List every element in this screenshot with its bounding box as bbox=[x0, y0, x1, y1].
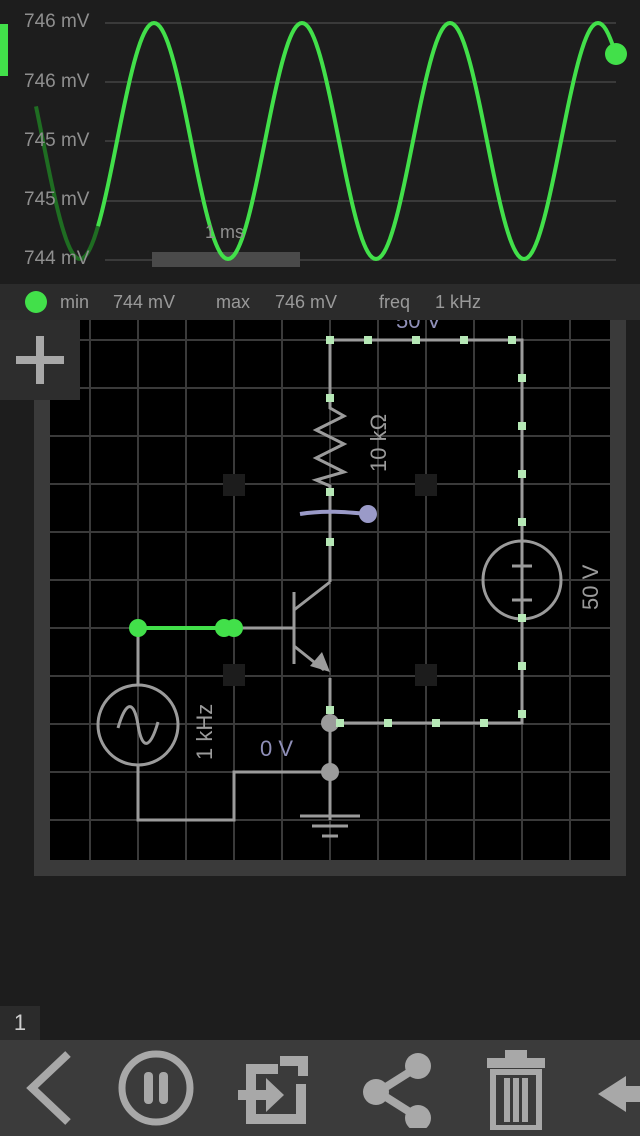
current-dot bbox=[326, 394, 334, 402]
current-dot bbox=[508, 336, 516, 344]
plus-icon bbox=[16, 336, 64, 384]
ac-source-value-label: 1 kHz bbox=[192, 704, 217, 760]
current-dot bbox=[480, 719, 488, 727]
scope-y-label: 746 mV bbox=[24, 11, 90, 32]
add-component-button[interactable] bbox=[0, 320, 80, 400]
trash-icon bbox=[487, 1050, 545, 1130]
page-number-badge[interactable]: 1 bbox=[0, 1006, 40, 1040]
current-dot bbox=[326, 706, 334, 714]
ac-source-symbol[interactable] bbox=[96, 683, 180, 767]
delete-back-icon bbox=[598, 1076, 640, 1112]
current-dot bbox=[432, 719, 440, 727]
ground-symbol[interactable] bbox=[300, 814, 360, 838]
import-button[interactable] bbox=[222, 1040, 322, 1136]
scope-grid bbox=[105, 22, 616, 261]
current-dot bbox=[364, 336, 372, 344]
scope-y-label: 745 mV bbox=[24, 189, 90, 210]
back-icon bbox=[26, 1051, 71, 1125]
current-dot bbox=[384, 719, 392, 727]
current-dot bbox=[336, 719, 344, 727]
min-label: min bbox=[60, 292, 90, 312]
current-dot bbox=[518, 518, 526, 526]
resistor-symbol[interactable] bbox=[311, 398, 349, 492]
active-nodes bbox=[129, 619, 243, 637]
current-dot bbox=[518, 662, 526, 670]
time-scale-label: 1 ms bbox=[205, 222, 244, 242]
circuit-wires bbox=[136, 338, 524, 822]
resistor-value-label: 10 kΩ bbox=[366, 414, 391, 472]
min-value: 744 mV bbox=[113, 292, 176, 312]
current-dot bbox=[518, 422, 526, 430]
scope-y-label: 745 mV bbox=[24, 130, 90, 151]
oscilloscope-panel[interactable]: 1 ms 746 mV 746 mV 745 mV 745 mV 744 mV bbox=[0, 0, 640, 285]
scope-stats-bar: min 744 mV max 746 mV freq 1 kHz bbox=[0, 284, 640, 320]
circuit-board[interactable]: 50 V 0 V 10 kΩ 50 V 1 kHz bbox=[34, 320, 626, 876]
share-button[interactable] bbox=[346, 1040, 446, 1136]
oscilloscope-graph: 1 ms bbox=[0, 20, 627, 267]
sine-wave-icon bbox=[116, 705, 160, 745]
current-dot bbox=[326, 538, 334, 546]
scope-y-label: 744 mV bbox=[24, 248, 90, 269]
freq-value: 1 kHz bbox=[435, 292, 482, 312]
dc-source-value-label: 50 V bbox=[578, 564, 603, 610]
current-dot bbox=[518, 710, 526, 718]
share-icon bbox=[363, 1053, 431, 1128]
dc-source-polarity-icon bbox=[512, 556, 532, 602]
max-value: 746 mV bbox=[275, 292, 338, 312]
voltage-probe-wire bbox=[299, 509, 369, 516]
current-dot bbox=[412, 336, 420, 344]
current-dot bbox=[518, 614, 526, 622]
scope-trace bbox=[96, 20, 618, 262]
pause-button[interactable] bbox=[106, 1040, 206, 1136]
current-dot bbox=[326, 488, 334, 496]
max-label: max bbox=[216, 292, 251, 312]
current-dot bbox=[326, 336, 334, 344]
delete-back-button[interactable] bbox=[590, 1040, 640, 1136]
current-flow-dots bbox=[326, 336, 526, 727]
bottom-toolbar bbox=[0, 1040, 640, 1136]
node-top-label: 50 V bbox=[396, 320, 442, 333]
freq-label: freq bbox=[379, 292, 411, 312]
transistor-arrow-icon bbox=[310, 652, 330, 672]
pause-icon bbox=[118, 1050, 194, 1126]
empty-pads bbox=[223, 474, 437, 686]
scope-trace-fade bbox=[34, 105, 100, 262]
circuit-nodes bbox=[321, 714, 339, 781]
scope-y-label: 746 mV bbox=[24, 71, 90, 92]
node-ground-label: 0 V bbox=[260, 736, 293, 761]
circuit-canvas[interactable]: 50 V 0 V 10 kΩ 50 V 1 kHz bbox=[34, 320, 626, 876]
scope-trace-head bbox=[605, 43, 627, 65]
current-dot bbox=[518, 470, 526, 478]
voltage-probe-handle[interactable] bbox=[359, 505, 377, 523]
current-dot bbox=[518, 374, 526, 382]
back-button[interactable] bbox=[0, 1040, 100, 1136]
scope-active-marker bbox=[0, 24, 8, 76]
trace-color-dot[interactable] bbox=[25, 291, 47, 313]
delete-button[interactable] bbox=[466, 1040, 566, 1136]
current-dot bbox=[460, 336, 468, 344]
import-icon bbox=[238, 1056, 308, 1124]
